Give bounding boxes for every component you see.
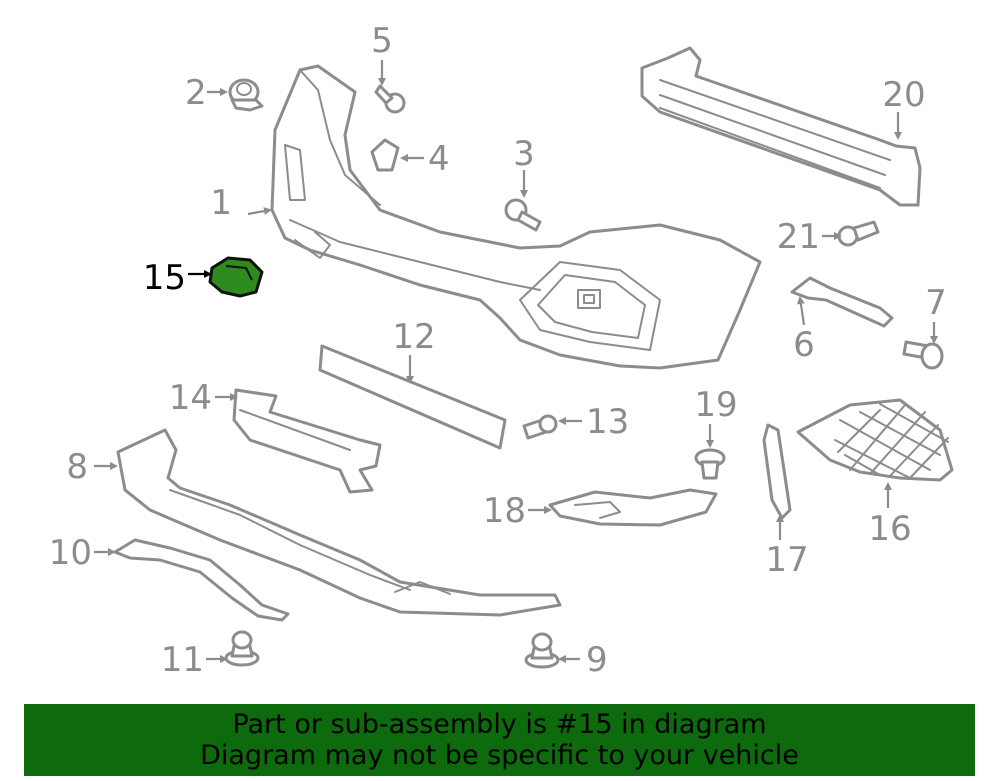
info-banner: Part or sub-assembly is #15 in diagram D… — [24, 704, 975, 776]
callout-3: 3 — [513, 134, 535, 174]
callout-19: 19 — [694, 385, 737, 425]
part-16-grille — [796, 398, 954, 482]
parts-diagram: 1 2 3 4 5 6 7 8 9 10 11 12 13 14 15 16 1… — [49, 21, 954, 680]
part-11-clip — [224, 630, 260, 667]
callout-11: 11 — [161, 640, 204, 680]
callout-15: 15 — [143, 258, 186, 298]
callout-18: 18 — [483, 491, 526, 531]
callout-12: 12 — [392, 317, 435, 357]
part-6-bracket — [790, 276, 894, 328]
leader-6 — [796, 296, 806, 326]
part-2-grommet — [228, 78, 264, 112]
callout-4: 4 — [428, 139, 450, 179]
part-18-bracket — [548, 488, 718, 527]
callout-14: 14 — [169, 378, 212, 418]
leader-1 — [247, 207, 272, 216]
part-20-bumper-beam — [640, 46, 922, 207]
part-17-side-trim — [762, 423, 792, 520]
part-15-highlighted — [208, 256, 264, 298]
callout-8: 8 — [66, 447, 88, 487]
callout-9: 9 — [586, 640, 608, 680]
part-12-strip — [318, 344, 507, 450]
part-9-clip — [524, 632, 560, 669]
part-5-screw — [374, 84, 406, 114]
callout-10: 10 — [49, 533, 92, 573]
callout-16: 16 — [868, 509, 911, 549]
callout-13: 13 — [586, 402, 629, 442]
part-4-clip — [370, 138, 400, 172]
part-21-bolt — [837, 220, 880, 247]
callout-21: 21 — [777, 217, 820, 257]
part-10-reinforcement — [113, 538, 290, 622]
callout-labels: 1 2 3 4 5 6 7 8 9 10 11 12 13 14 15 16 1… — [49, 21, 947, 680]
banner-line-2: Diagram may not be specific to your vehi… — [200, 740, 799, 771]
part-7-push-clip — [902, 340, 944, 370]
callout-7: 7 — [925, 283, 947, 323]
callout-2: 2 — [185, 73, 207, 113]
banner-line-1: Part or sub-assembly is #15 in diagram — [232, 709, 767, 740]
callout-5: 5 — [371, 21, 393, 61]
callout-6: 6 — [793, 325, 815, 365]
part-3-bolt — [504, 198, 542, 232]
part-19-clip — [694, 448, 726, 480]
callout-17: 17 — [765, 540, 808, 580]
part-8-lower-valance — [116, 428, 562, 617]
callout-1: 1 — [210, 183, 232, 223]
part-1-bumper-cover — [270, 64, 762, 370]
callout-20: 20 — [882, 75, 925, 115]
part-14-bracket — [232, 388, 382, 494]
leader-lines — [94, 60, 938, 663]
part-13-screw — [522, 414, 558, 440]
